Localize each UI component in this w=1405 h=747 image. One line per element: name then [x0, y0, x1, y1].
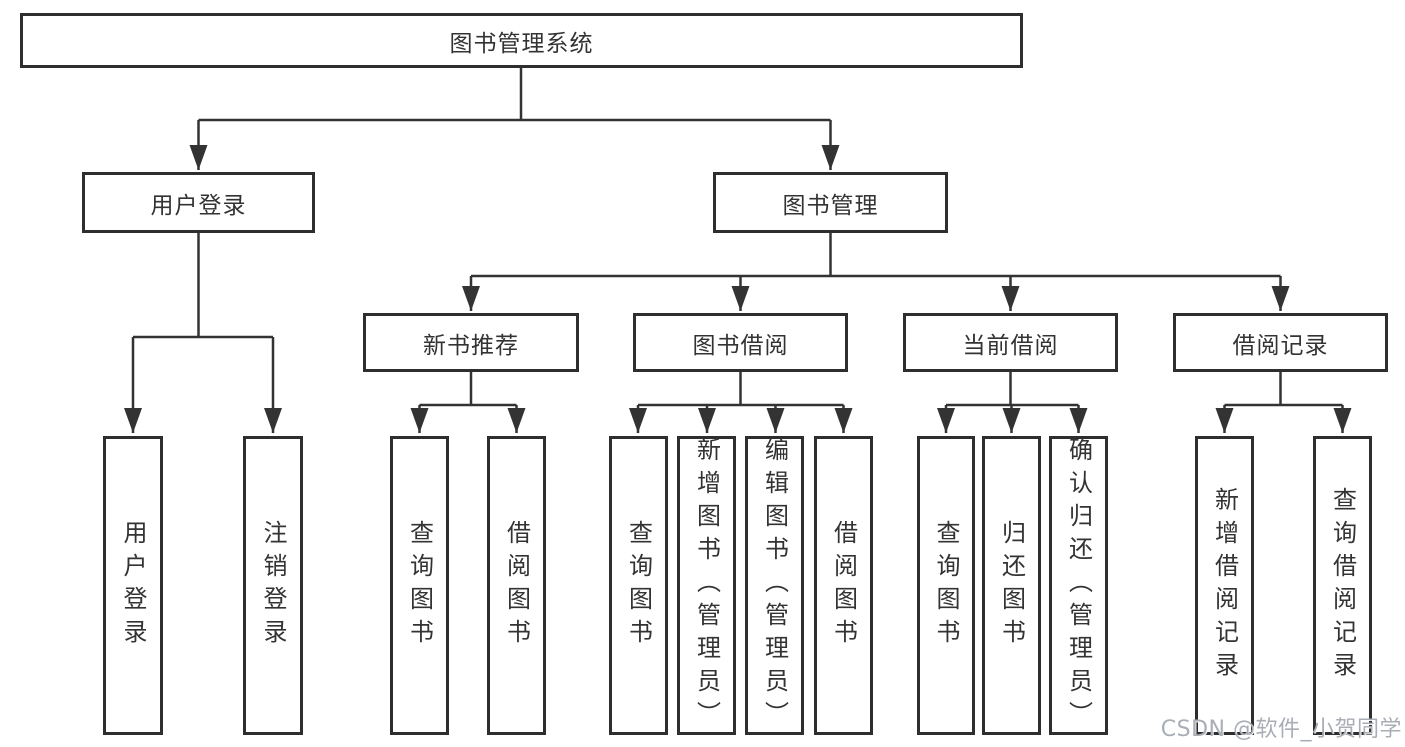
leaf-nb-borrow-books: 借阅图书 — [487, 436, 546, 735]
node-label: 新增借阅记录 — [1210, 486, 1239, 685]
edge-userlogin-to-leaves — [133, 233, 273, 339]
node-book-management: 图书管理 — [713, 172, 948, 233]
node-book-borrowing: 图书借阅 — [633, 313, 848, 372]
node-label: 新增图书（管理员） — [692, 437, 721, 734]
leaf-nb-query-books: 查询图书 — [390, 436, 449, 735]
node-label: 查询借阅记录 — [1328, 486, 1357, 685]
node-label: 查询图书 — [624, 519, 653, 652]
leaf-bb-query-books: 查询图书 — [609, 436, 668, 735]
leaf-bb-edit-books-admin: 编辑图书（管理员） — [745, 436, 804, 735]
node-label: 确认归还（管理员） — [1064, 437, 1093, 734]
node-root: 图书管理系统 — [20, 13, 1023, 68]
leaf-user-login: 用户登录 — [103, 436, 163, 735]
edge-bookborrow-to-leaves — [638, 372, 844, 407]
node-user-login: 用户登录 — [82, 172, 315, 233]
node-label: 当前借阅 — [962, 332, 1059, 359]
node-current-borrowing: 当前借阅 — [903, 313, 1118, 372]
leaf-cb-query-books: 查询图书 — [917, 436, 975, 735]
edge-newbooks-to-leaves — [419, 372, 517, 407]
leaf-cb-return-books: 归还图书 — [982, 436, 1041, 735]
node-label: 归还图书 — [997, 519, 1026, 652]
node-label: 借阅图书 — [829, 519, 858, 652]
leaf-bb-borrow-books: 借阅图书 — [814, 436, 873, 735]
node-label: 查询图书 — [932, 519, 960, 652]
edge-records-to-leaves — [1224, 372, 1343, 407]
node-borrow-records: 借阅记录 — [1173, 313, 1388, 372]
edge-curborrow-to-leaves — [946, 372, 1079, 407]
node-label: 查询图书 — [405, 519, 434, 652]
leaf-br-query-record: 查询借阅记录 — [1313, 436, 1372, 735]
leaf-br-add-record: 新增借阅记录 — [1195, 436, 1254, 735]
node-label: 编辑图书（管理员） — [760, 437, 789, 734]
node-label: 图书管理系统 — [449, 30, 594, 57]
node-label: 用户登录 — [119, 519, 147, 652]
csdn-watermark: CSDN @软件_小贺同学 — [1160, 717, 1402, 742]
leaf-cb-confirm-return-admin: 确认归还（管理员） — [1049, 436, 1108, 735]
node-label: 注销登录 — [259, 519, 287, 652]
edge-root-to-level2 — [198, 68, 831, 122]
node-label: 图书借阅 — [692, 332, 789, 359]
leaf-logout: 注销登录 — [243, 436, 303, 735]
node-label: 借阅记录 — [1232, 332, 1329, 359]
leaf-bb-add-books-admin: 新增图书（管理员） — [677, 436, 736, 735]
node-label: 借阅图书 — [502, 519, 531, 652]
node-label: 新书推荐 — [423, 332, 519, 359]
edge-bookmgmt-to-level3 — [471, 233, 1281, 278]
node-label: 图书管理 — [782, 192, 879, 219]
node-new-book-recommend: 新书推荐 — [363, 313, 579, 372]
node-label: 用户登录 — [150, 192, 247, 219]
